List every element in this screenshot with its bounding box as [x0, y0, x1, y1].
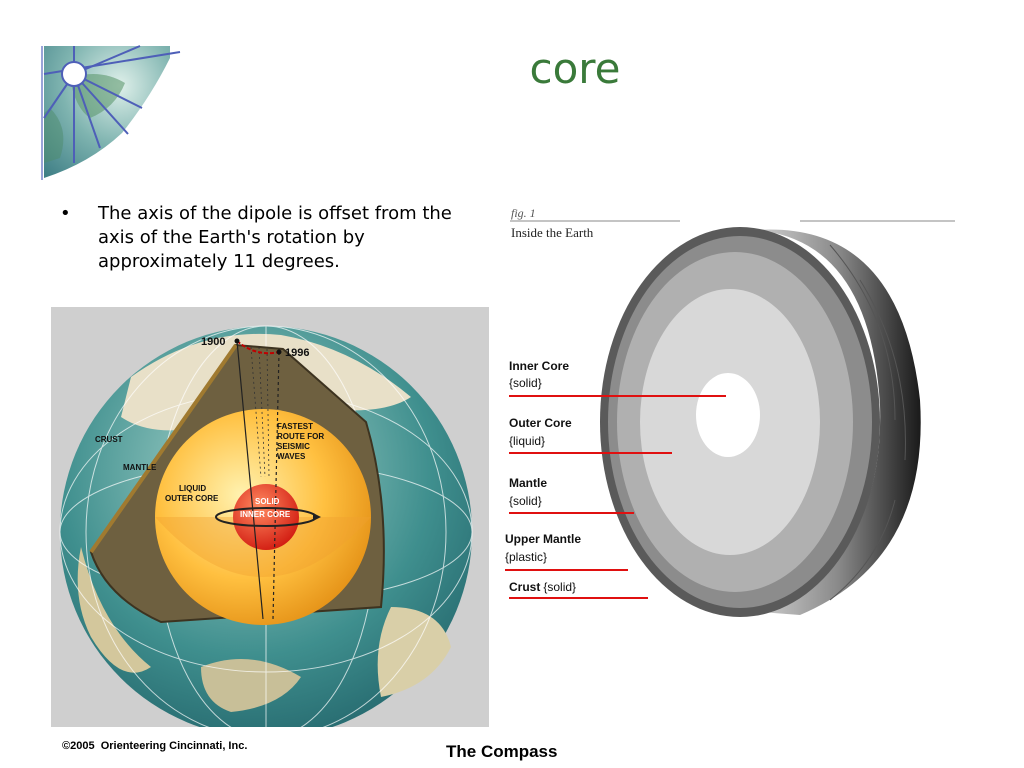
layer-name: Mantle	[509, 476, 547, 490]
layer-state: {liquid}	[509, 434, 545, 448]
label-crust: CRUST	[95, 435, 123, 444]
bullet-list: • The axis of the dipole is offset from …	[60, 202, 460, 274]
globe-cutaway-figure: 1900 1996 CRUST MANTLE LIQUID OUTER CORE…	[51, 307, 489, 727]
label-liquid-2: OUTER CORE	[165, 494, 219, 503]
label-fastest-1: FASTEST	[277, 422, 313, 431]
label-mantle: MANTLE	[123, 463, 157, 472]
layer-state: {plastic}	[505, 550, 547, 564]
layer-label: Crust{solid}	[509, 580, 576, 594]
label-fastest-2: ROUTE FOR	[277, 432, 324, 441]
footer-title: The Compass	[446, 742, 558, 761]
layer-state: {solid}	[543, 580, 576, 594]
label-1996: 1996	[285, 347, 309, 359]
bullet-item: • The axis of the dipole is offset from …	[60, 202, 460, 274]
footer-copyright: ©2005 Orienteering Cincinnati, Inc.	[62, 740, 248, 752]
slide-title: core	[529, 44, 621, 93]
label-1900: 1900	[201, 336, 225, 348]
layer-upper-mantle: Upper Mantle {plastic}	[505, 532, 628, 571]
label-solid-1: SOLID	[255, 497, 280, 506]
label-solid-2: INNER CORE	[240, 510, 291, 519]
earth-layers-figure: fig. 1 Inside the Earth Inner Core {soli…	[505, 206, 955, 617]
compass-logo	[41, 45, 181, 180]
layer-state: {solid}	[509, 376, 542, 390]
layer-mantle: Mantle {solid}	[509, 476, 634, 514]
layer-name: Inner Core	[509, 359, 569, 373]
layer-state: {solid}	[509, 494, 542, 508]
layer-name: Upper Mantle	[505, 532, 581, 546]
layer-outer-core: Outer Core {liquid}	[509, 416, 672, 454]
fig-caption: Inside the Earth	[511, 225, 594, 240]
label-fastest-3: SEISMIC	[277, 442, 310, 451]
layer-inner-core: Inner Core {solid}	[509, 359, 726, 397]
bullet-text: The axis of the dipole is offset from th…	[98, 203, 452, 272]
label-liquid-1: LIQUID	[179, 484, 206, 493]
label-fastest-4: WAVES	[277, 452, 306, 461]
layer-name: Crust	[509, 580, 540, 594]
layer-crust: Crust{solid}	[509, 580, 648, 599]
layer-name: Outer Core	[509, 416, 572, 430]
bullet-marker: •	[60, 203, 71, 224]
fig-number: fig. 1	[511, 206, 536, 220]
